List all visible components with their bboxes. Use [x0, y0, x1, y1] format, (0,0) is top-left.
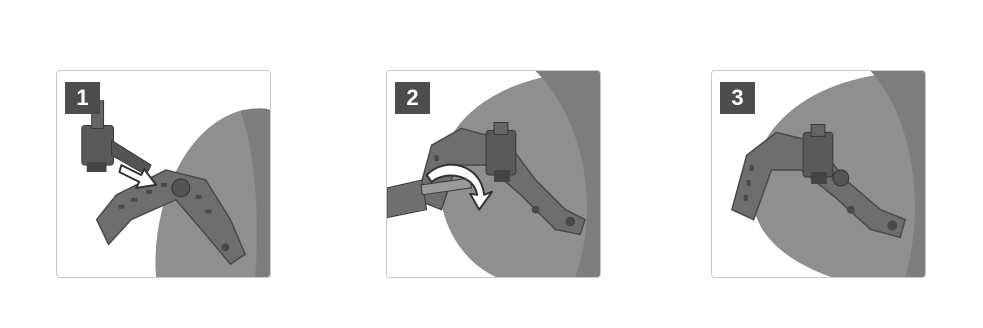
- step-2-panel: 2: [386, 70, 601, 278]
- step-number-badge: 3: [720, 82, 755, 114]
- step-1-panel: 1: [56, 70, 271, 278]
- step-number-badge: 1: [65, 82, 100, 114]
- step-number-badge: 2: [395, 82, 430, 114]
- step-3-panel: 3: [711, 70, 926, 278]
- accessory-mount: [486, 123, 516, 182]
- mount-knob: [172, 179, 190, 197]
